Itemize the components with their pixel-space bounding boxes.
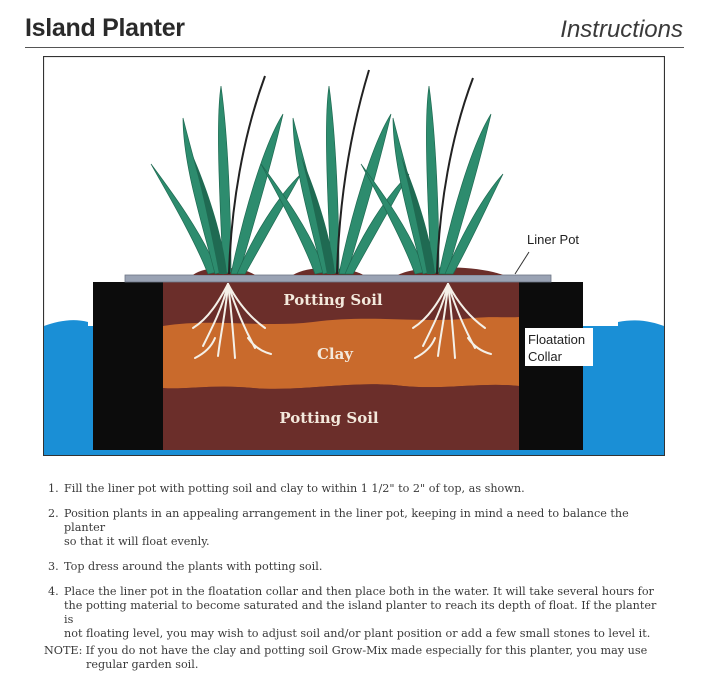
note: NOTE: If you do not have the clay and po… <box>44 644 664 672</box>
step-text: Fill the liner pot with potting soil and… <box>64 482 525 495</box>
instruction-step-4: 4. Place the liner pot in the floatation… <box>44 585 664 641</box>
label-liner-pot: Liner Pot <box>527 232 579 247</box>
note-text-line: regular garden soil. <box>86 658 199 671</box>
instruction-step-2: 2. Position plants in an appealing arran… <box>44 507 664 549</box>
label-floatation-collar-line1: Floatation <box>528 332 585 347</box>
liner-pot-leader <box>514 251 530 275</box>
step-text: Top dress around the plants with potting… <box>64 560 323 573</box>
header-rule <box>25 47 684 48</box>
roots-right <box>412 283 492 359</box>
note-text-line: If you do not have the clay and potting … <box>85 644 648 657</box>
label-floatation-collar-line2: Collar <box>528 349 563 364</box>
step-text-line: Position plants in an appealing arrangem… <box>64 507 629 534</box>
floatation-collar-left <box>93 282 165 450</box>
instruction-step-1: 1. Fill the liner pot with potting soil … <box>44 482 664 496</box>
label-potting-soil-top: Potting Soil <box>283 291 383 309</box>
plant-1 <box>150 75 302 275</box>
step-number: 4. <box>48 585 59 598</box>
page-title: Island Planter <box>25 14 185 42</box>
plant-2 <box>260 69 410 275</box>
potting-soil-bottom-layer <box>163 384 519 450</box>
step-text-line: not floating level, you may wish to adju… <box>64 627 651 640</box>
step-number: 1. <box>48 482 59 495</box>
clay-layer <box>163 317 519 389</box>
roots-left <box>192 283 272 359</box>
label-potting-soil-bottom: Potting Soil <box>279 409 379 427</box>
page-subtitle: Instructions <box>560 16 683 43</box>
step-text-line: the potting material to become saturated… <box>64 599 657 626</box>
instructions-list: 1. Fill the liner pot with potting soil … <box>44 482 664 652</box>
step-number: 3. <box>48 560 59 573</box>
liner-pot-rim <box>124 274 552 283</box>
step-number: 2. <box>48 507 59 520</box>
note-label: NOTE: <box>44 644 83 657</box>
label-clay: Clay <box>317 345 354 363</box>
plant-3 <box>360 77 504 275</box>
island-planter-diagram: Potting Soil Clay Potting Soil Liner Pot… <box>43 56 665 456</box>
instruction-step-3: 3. Top dress around the plants with pott… <box>44 560 664 574</box>
floatation-collar-label-bg <box>525 328 593 366</box>
step-text-line: so that it will float evenly. <box>64 535 210 548</box>
step-text-line: Place the liner pot in the floatation co… <box>64 585 654 598</box>
